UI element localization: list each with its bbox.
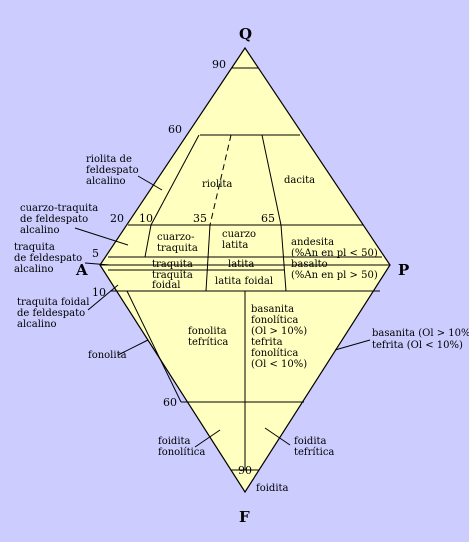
field-latita-foidal: latita foidal: [215, 276, 273, 287]
label-foidita: foidita: [256, 483, 289, 494]
tick-a35: 35: [193, 212, 207, 225]
field-basanita-tefrita: basanita fonolítica (Ol > 10%) tefrita f…: [251, 304, 310, 370]
arrow-riolita-feldespato: [137, 175, 163, 191]
field-traquita: traquita: [152, 259, 193, 270]
tick-q20: 20: [110, 212, 124, 225]
vertex-a-label: A: [75, 261, 88, 279]
line-a10-lower: [126, 290, 182, 403]
label-cuarzo-traquita-feldespato: cuarzo-traquita de feldespato alcalino: [20, 203, 101, 236]
arrow-foidita-tefritica: [264, 427, 291, 446]
label-basanita-tefrita-right: basanita (Ol > 10%) tefrita (Ol < 10%): [372, 328, 469, 351]
field-dacita: dacita: [284, 175, 315, 186]
field-latita: latita: [228, 259, 254, 270]
label-foidita-fonolitica: foidita fonolítica: [158, 436, 205, 458]
vertex-p-label: P: [398, 261, 409, 279]
line-a10-upper: [144, 224, 152, 258]
tick-f10: 10: [92, 286, 106, 299]
field-cuarzo-latita: cuarzo latita: [222, 229, 259, 251]
vertex-q-label: Q: [239, 25, 252, 43]
arrow-fonolita: [117, 339, 149, 356]
field-traquita-foidal: traquita foidal: [152, 270, 196, 291]
tick-f90: 90: [238, 464, 252, 477]
field-fonolita-tefritica: fonolita tefrítica: [188, 326, 230, 348]
tick-a10: 10: [139, 212, 153, 225]
tick-q5: 5: [92, 247, 99, 260]
field-andesita-basalto: andesita (%An en pl < 50) basalto (%An e…: [291, 237, 381, 281]
label-traquita-feldespato: traquita de feldespato alcalino: [14, 242, 85, 275]
arrow-cuarzo-traquita: [74, 227, 129, 246]
line-a65-radial: [261, 134, 282, 226]
line-a65-upper: [280, 224, 287, 292]
label-riolita-feldespato: riolita de feldespato alcalino: [86, 154, 142, 187]
tick-q60: 60: [168, 123, 182, 136]
field-riolita: riolita: [202, 179, 232, 190]
label-traquita-foidal-feldespato: traquita foidal de feldespato alcalino: [17, 297, 93, 330]
line-a35-dashed: [209, 134, 232, 226]
arrow-traquita-feldespato: [84, 262, 111, 266]
vertex-f-label: F: [239, 508, 250, 526]
tick-f60: 60: [163, 396, 177, 409]
tick-q90: 90: [212, 58, 226, 71]
field-cuarzo-traquita: cuarzo- traquita: [157, 232, 198, 254]
arrow-traquita-foidal-feldespato: [87, 284, 119, 311]
line-a10-radial: [150, 134, 200, 226]
label-foidita-tefritica: foidita tefrítica: [294, 436, 334, 458]
label-fonolita: fonolita: [88, 350, 127, 361]
tick-a65: 65: [261, 212, 275, 225]
arrow-basanita-right: [334, 339, 371, 351]
arrow-foidita-fonolitica: [194, 429, 221, 448]
line-a35-upper: [205, 224, 211, 292]
